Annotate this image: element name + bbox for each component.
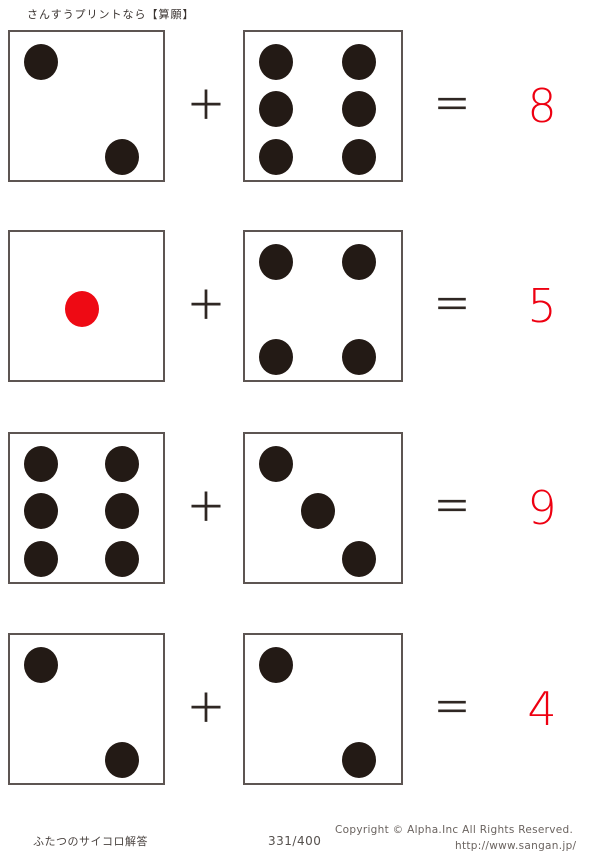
- answer-value: 4: [527, 682, 557, 736]
- problem-row: ＋ ＝ 4: [0, 633, 600, 785]
- die-right: [243, 633, 403, 785]
- die-pip: [301, 493, 336, 530]
- die-pip: [104, 138, 139, 175]
- die-pip: [341, 338, 376, 375]
- die-pip: [259, 43, 294, 80]
- footer-url: http://www.sangan.jp/: [455, 840, 577, 852]
- problem-row: ＋ ＝ 8: [0, 30, 600, 182]
- problem-row: ＋ ＝ 5: [0, 230, 600, 382]
- die-pip: [341, 741, 376, 778]
- equals-operator-icon: ＝: [432, 688, 471, 730]
- die-left: [8, 633, 165, 785]
- die-pip: [341, 43, 376, 80]
- equals-operator-icon: ＝: [432, 85, 471, 127]
- die-pip: [65, 291, 100, 328]
- die-left: [8, 230, 165, 382]
- die-pip: [23, 445, 58, 482]
- die-pip: [259, 138, 294, 175]
- die-right: [243, 230, 403, 382]
- die-pip: [259, 91, 294, 128]
- die-pip: [104, 493, 139, 530]
- equals-operator-icon: ＝: [432, 285, 471, 327]
- footer-sheet-title: ふたつのサイコロ解答: [33, 835, 148, 848]
- page-title: さんすうプリントなら【算願】: [27, 8, 195, 21]
- die-pip: [341, 540, 376, 577]
- die-left: [8, 30, 165, 182]
- die-pip: [104, 540, 139, 577]
- footer-page-number: 331/400: [268, 834, 322, 848]
- answer-value: 5: [527, 279, 557, 333]
- die-right: [243, 30, 403, 182]
- die-pip: [341, 243, 376, 280]
- die-pip: [259, 445, 294, 482]
- die-right: [243, 432, 403, 584]
- equals-operator-icon: ＝: [432, 487, 471, 529]
- die-pip: [259, 243, 294, 280]
- die-pip: [23, 646, 58, 683]
- plus-operator-icon: ＋: [186, 83, 226, 128]
- die-pip: [23, 493, 58, 530]
- answer-value: 9: [527, 481, 557, 535]
- die-pip: [23, 540, 58, 577]
- plus-operator-icon: ＋: [186, 283, 226, 328]
- answer-value: 8: [527, 79, 557, 133]
- die-pip: [104, 445, 139, 482]
- die-pip: [23, 43, 58, 80]
- problem-row: ＋ ＝ 9: [0, 432, 600, 584]
- die-pip: [259, 338, 294, 375]
- die-pip: [104, 741, 139, 778]
- die-pip: [259, 646, 294, 683]
- die-pip: [341, 91, 376, 128]
- die-left: [8, 432, 165, 584]
- die-pip: [341, 138, 376, 175]
- footer-copyright: Copyright © Alpha.Inc All Rights Reserve…: [335, 824, 574, 836]
- plus-operator-icon: ＋: [186, 686, 226, 731]
- plus-operator-icon: ＋: [186, 485, 226, 530]
